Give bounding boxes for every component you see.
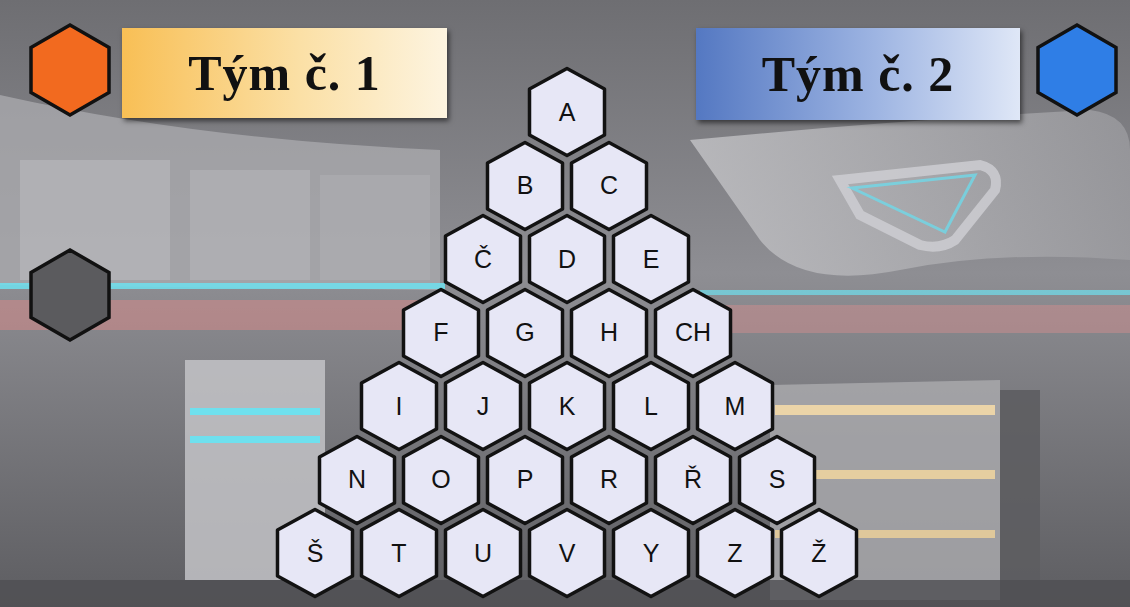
- letter-hexagon: CH: [653, 287, 733, 379]
- letter-hexagon: S: [737, 434, 817, 526]
- letter-hexagon: Ž: [779, 507, 859, 599]
- letter-hexagon: T: [359, 507, 439, 599]
- team-banner: Tým č. 2: [696, 28, 1020, 120]
- team-hexagon: [31, 25, 109, 115]
- letter-label: M: [725, 392, 746, 421]
- letter-hexagon: E: [611, 213, 691, 305]
- letter-hexagon: R: [569, 434, 649, 526]
- letter-label: F: [433, 318, 448, 347]
- letter-label: Ř: [684, 465, 702, 494]
- letter-label: Ž: [811, 539, 826, 568]
- letter-hexagon: O: [401, 434, 481, 526]
- letter-label: J: [477, 392, 490, 421]
- letter-label: Š: [307, 539, 324, 568]
- letter-hexagon: Z: [695, 507, 775, 599]
- letter-label: B: [517, 171, 534, 200]
- letter-hexagon: F: [401, 287, 481, 379]
- letter-label: N: [348, 465, 366, 494]
- letter-label: Y: [643, 539, 660, 568]
- team-name: Tým č. 2: [762, 45, 955, 103]
- letter-hexagon: Y: [611, 507, 691, 599]
- letter-label: O: [431, 465, 450, 494]
- letter-hexagon: C: [569, 140, 649, 232]
- letter-hexagon: Š: [275, 507, 355, 599]
- team-hexagon: [1038, 25, 1116, 115]
- letter-label: A: [559, 98, 576, 127]
- letter-hexagon: P: [485, 434, 565, 526]
- letter-label: R: [600, 465, 618, 494]
- letter-label: L: [644, 392, 658, 421]
- letter-hexagon: L: [611, 360, 691, 452]
- letter-hexagon: I: [359, 360, 439, 452]
- letter-label: D: [558, 245, 576, 274]
- letter-hexagon: A: [527, 66, 607, 158]
- letter-label: I: [396, 392, 403, 421]
- letter-label: S: [769, 465, 786, 494]
- team-banner: Tým č. 1: [122, 28, 447, 118]
- letter-hexagon: B: [485, 140, 565, 232]
- letter-label: G: [515, 318, 534, 347]
- letter-label: T: [391, 539, 406, 568]
- letter-label: Č: [474, 245, 492, 274]
- letter-hexagon: Č: [443, 213, 523, 305]
- neutral-hexagon: [31, 250, 109, 340]
- letter-label: U: [474, 539, 492, 568]
- letter-hexagon: J: [443, 360, 523, 452]
- letter-label: CH: [675, 318, 711, 347]
- letter-label: H: [600, 318, 618, 347]
- letter-hexagon: D: [527, 213, 607, 305]
- letter-hexagon: N: [317, 434, 397, 526]
- letter-hexagon: U: [443, 507, 523, 599]
- letter-label: P: [517, 465, 534, 494]
- letter-hexagon: Ř: [653, 434, 733, 526]
- letter-hexagon: H: [569, 287, 649, 379]
- letter-label: E: [643, 245, 660, 274]
- letter-label: V: [559, 539, 576, 568]
- letter-hexagon: M: [695, 360, 775, 452]
- letter-label: C: [600, 171, 618, 200]
- letter-label: K: [559, 392, 576, 421]
- letter-hexagon: V: [527, 507, 607, 599]
- letter-label: Z: [727, 539, 742, 568]
- letter-hexagon: K: [527, 360, 607, 452]
- letter-hexagon: G: [485, 287, 565, 379]
- team-name: Tým č. 1: [188, 44, 381, 102]
